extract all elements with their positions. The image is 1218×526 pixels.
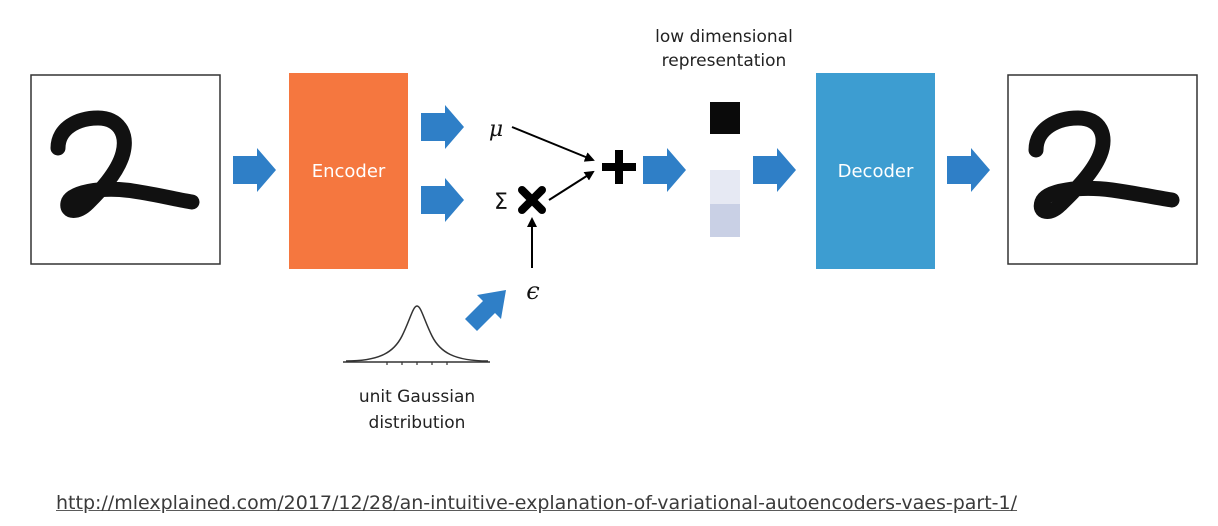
arrow-input-to-encoder — [233, 148, 276, 192]
decoder-block: Decoder — [816, 73, 935, 269]
arrow-multiply-to-plus — [548, 170, 595, 201]
encoder-block: Encoder — [289, 73, 408, 269]
decoder-rect — [816, 73, 935, 269]
arrow-latent-to-decoder — [753, 148, 796, 192]
mu-symbol: μ — [489, 117, 503, 142]
arrow-decoder-to-output — [947, 148, 990, 192]
source-link[interactable]: http://mlexplained.com/2017/12/28/an-int… — [56, 492, 1018, 514]
epsilon-symbol: ϵ — [526, 277, 539, 305]
latent-label-line2: representation — [662, 51, 787, 71]
arrow-encoder-to-sigma — [421, 178, 464, 222]
encoder-rect — [289, 73, 408, 269]
encoder-label: Encoder — [312, 161, 386, 182]
arrow-gaussian-to-epsilon — [465, 290, 506, 331]
sigma-symbol: Σ — [494, 190, 508, 215]
input-digit-image — [30, 74, 221, 265]
latent-label-line1: low dimensional — [655, 27, 793, 47]
latent-cell-top — [710, 102, 740, 134]
latent-cell-mid — [710, 170, 740, 204]
vae-diagram: Encoder μ Σ ϵ low dimensional representa… — [30, 27, 1198, 433]
arrow-mu-to-plus — [511, 126, 595, 162]
multiply-icon — [518, 186, 546, 214]
arrow-plus-to-latent — [643, 148, 686, 192]
decoder-label: Decoder — [838, 161, 914, 182]
latent-cell-bottom — [710, 204, 740, 237]
plus-icon — [602, 150, 636, 184]
latent-vector — [710, 102, 740, 237]
gaussian-label-line2: distribution — [369, 413, 466, 433]
output-digit-image — [1007, 74, 1198, 265]
gaussian-curve-icon — [343, 305, 490, 365]
arrow-encoder-to-mu — [421, 105, 464, 149]
gaussian-label-line1: unit Gaussian — [359, 387, 475, 407]
